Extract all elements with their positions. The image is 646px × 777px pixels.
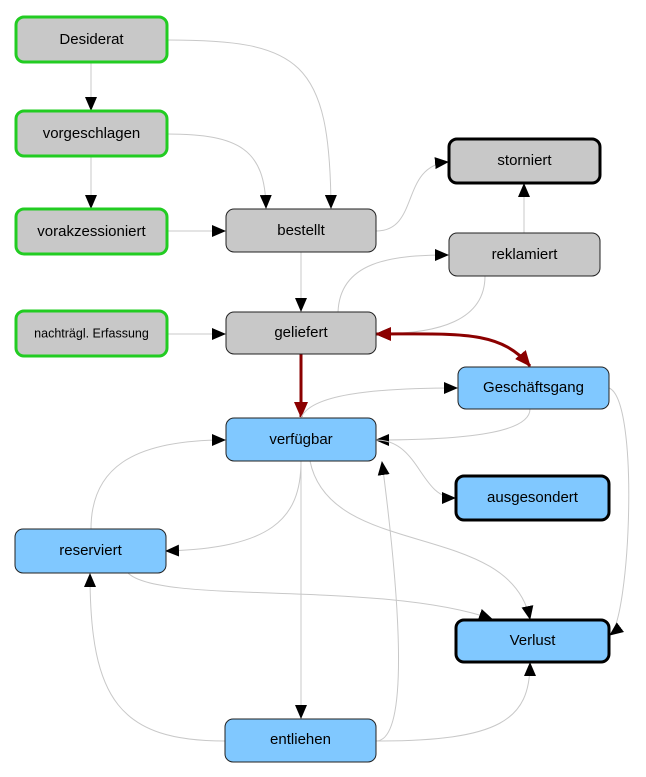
node-entliehen-label: entliehen [270,731,331,748]
node-reklamiert-label: reklamiert [492,246,559,263]
node-bestellt-label: bestellt [277,222,325,239]
edge-entliehen-to-verlust [375,662,536,742]
node-vorakzessioniert[interactable]: vorakzessioniert [14,207,169,256]
node-nachtraegl-label: nachträgl. Erfassung [34,326,149,340]
node-geschaeftsgang[interactable]: Geschäftsgang [457,366,610,410]
edges-layer [84,39,630,742]
node-verlust-label: Verlust [510,632,557,649]
nodes-layer: Desiderat vorgeschlagen vorakzessioniert… [14,15,611,763]
node-ausgesondert[interactable]: ausgesondert [454,474,611,522]
edge-geliefert-to-geschaeftsgang [375,326,532,367]
node-verfuegbar-label: verfügbar [269,431,332,448]
edge-vorgeschlagen-to-bestellt [166,133,272,209]
edge-geschaeftsgang-to-verlust [608,387,630,636]
edge-reserviert-to-verlust [127,572,493,621]
node-desiderat-label: Desiderat [59,31,124,48]
node-ausgesondert-label: ausgesondert [487,489,579,506]
node-vorgeschlagen-label: vorgeschlagen [43,125,141,142]
node-verlust[interactable]: Verlust [454,618,611,664]
node-reserviert[interactable]: reserviert [14,528,167,574]
node-desiderat[interactable]: Desiderat [14,15,169,64]
edge-verfuegbar-to-reserviert [165,460,302,557]
node-geliefert-label: geliefert [274,324,328,341]
node-geschaeftsgang-label: Geschäftsgang [483,379,584,396]
node-storniert-label: storniert [497,152,552,169]
edge-verfuegbar-to-geschaeftsgang [300,382,458,419]
node-entliehen[interactable]: entliehen [224,718,377,763]
edge-reserviert-to-verfuegbar [90,434,226,530]
edge-entliehen-to-verfuegbar [375,461,399,742]
node-nachtraegl[interactable]: nachträgl. Erfassung [14,309,169,358]
node-geliefert[interactable]: geliefert [225,311,377,355]
node-bestellt[interactable]: bestellt [225,208,377,253]
node-reklamiert[interactable]: reklamiert [448,232,601,277]
edge-reklamiert-to-geliefert [375,275,486,340]
edge-geschaeftsgang-to-verfuegbar [375,408,531,446]
edge-geliefert-to-reklamiert [337,249,449,313]
node-reserviert-label: reserviert [59,542,122,559]
node-vorgeschlagen[interactable]: vorgeschlagen [14,109,169,158]
edge-desiderat-to-bestellt [166,39,337,209]
node-vorakzessioniert-label: vorakzessioniert [37,223,146,240]
edge-verfuegbar-to-verlust [309,460,534,620]
edge-entliehen-to-reserviert [84,573,226,742]
edge-bestellt-to-storniert [375,157,449,232]
edge-verfuegbar-to-ausgesondert [375,439,456,504]
node-verfuegbar[interactable]: verfügbar [225,417,377,462]
node-storniert[interactable]: storniert [447,137,602,185]
